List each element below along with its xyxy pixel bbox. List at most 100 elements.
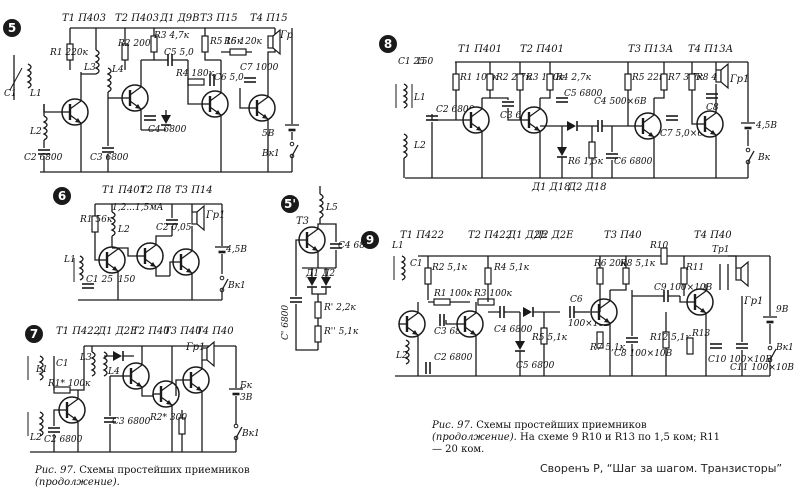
- scheme-7-l1: L1: [35, 365, 48, 375]
- scheme-8-battery: 4,5В: [755, 121, 777, 131]
- scheme-7-speaker: Гр1: [185, 342, 205, 353]
- scheme-8-t1-label: T1 П401: [458, 44, 502, 55]
- scheme-9-l2: L2: [395, 351, 408, 361]
- scheme-9-speaker: Гр1: [743, 296, 763, 307]
- figure-caption-left: Рис. 97. Схемы простейших приемников (пр…: [35, 465, 315, 489]
- scheme-5-t3-label: T3 П15: [200, 13, 238, 24]
- scheme-9-c1: C1: [410, 259, 423, 269]
- scheme-8-l1: L1: [413, 93, 426, 103]
- scheme-5p-c4: C4 6800: [338, 241, 377, 251]
- scheme-9-c5: C5 6800: [516, 361, 555, 371]
- scheme-6-speaker: Гр1: [205, 210, 225, 221]
- scheme-7-t2-label: T2 П40: [132, 326, 170, 337]
- caption-left-text: Схемы простейших приемников: [79, 465, 250, 476]
- scheme-8-number: 8: [384, 37, 392, 51]
- scheme-9-l1: L1: [391, 241, 404, 251]
- scheme-7-l4: L4: [107, 367, 120, 377]
- scheme-5-l4: L4: [111, 65, 124, 75]
- scheme-5-c7: C7 1000: [240, 63, 279, 73]
- scheme-9-r10: R10: [649, 241, 669, 251]
- scheme-9-d1-label: Д1 Д2Е: [507, 230, 548, 241]
- scheme-5-t2-label: T2 П403: [115, 13, 159, 24]
- scheme-8-c4: C4 500×6В: [594, 97, 647, 107]
- scheme-6-t2-label: T2 П8: [140, 185, 171, 196]
- scheme-5-number: 5: [8, 21, 16, 35]
- scheme-8-c1-max: 150: [416, 57, 433, 67]
- scheme-5-c4: C4 6800: [148, 125, 187, 135]
- scheme-6-l1: L1: [63, 255, 76, 265]
- scheme-8-r1: R1 100к: [459, 73, 499, 83]
- scheme-8-c8: C8: [706, 103, 719, 113]
- scheme-9-battery: 9В: [776, 305, 789, 315]
- scheme-5-battery: 5В: [262, 129, 275, 139]
- scheme-8-c1: C1 25: [398, 57, 425, 67]
- caption-left-lead: Рис. 97.: [35, 465, 77, 476]
- scheme-5-c6: C6 5,0: [214, 73, 244, 83]
- scheme-5-l1: L1: [29, 89, 42, 99]
- scheme-7-t3-label: T3 П40: [164, 326, 202, 337]
- scheme-8-r2: R2 2,7к: [495, 73, 532, 83]
- caption-right-lead: Рис. 97.: [432, 420, 474, 431]
- scheme-8-d2-label: Д2 Д18: [567, 182, 607, 193]
- scheme-8-c6: C6 6800: [614, 157, 653, 167]
- scheme-8-l2: L2: [413, 141, 426, 151]
- scheme-7-c2: C2 6800: [44, 435, 83, 445]
- scheme-5-r5: R5 15к: [209, 37, 243, 47]
- scheme-9-c10: C10 100×10В: [708, 355, 772, 365]
- scheme-7-c3: C3 6800: [112, 417, 151, 427]
- scheme-8-r8: R8 47к: [695, 73, 729, 83]
- scheme-9-r11: R11: [685, 263, 704, 273]
- scheme-9-c6-value: 100×10В: [568, 319, 611, 329]
- scheme-7-number: 7: [30, 327, 38, 341]
- scheme-9-t1-label: T1 П422: [400, 230, 444, 241]
- scheme-7-r2: R2* 300: [149, 413, 187, 423]
- scheme-6-l2: L2: [117, 225, 130, 235]
- scheme-7-c1: C1: [56, 359, 69, 369]
- scheme-8-speaker: Гр1: [729, 74, 749, 85]
- scheme-6-c1-max: 150: [118, 275, 135, 285]
- scheme-5-t4-label: T4 П15: [250, 13, 288, 24]
- caption-right-remark: На схеме 9 R10 и R13 по 1,5 ком; R11 — 2…: [432, 432, 720, 455]
- scheme-9-number: 9: [366, 233, 374, 247]
- source-note: Своренъ Р, “Шаг за шагом. Транзисторы”: [540, 462, 783, 475]
- caption-left-note: (продолжение).: [35, 477, 120, 488]
- scheme-5-c1: C1: [4, 89, 17, 99]
- scheme-8-t2-label: T2 П401: [520, 44, 564, 55]
- scheme-9-r5: R5 5,1к: [531, 333, 568, 343]
- scheme-5-r4: R4 180к: [175, 69, 215, 79]
- scheme-9: 9 T1 П422 T2 П422 Д1 Д2Е Д2 Д2Е T3 П40 T…: [361, 230, 794, 377]
- scheme-7: 7 T1 П422 Д1 Д2Е T2 П40 T3 П40 T4 П40 L1…: [25, 325, 260, 453]
- scheme-6-battery: 4,5В: [225, 245, 247, 255]
- scheme-5-speaker: Гр: [279, 30, 294, 41]
- scheme-9-r4: R4 5,1к: [493, 263, 530, 273]
- scheme-8-r4: R4 2,7к: [555, 73, 592, 83]
- scheme-9-t2-label: T2 П422: [468, 230, 512, 241]
- scheme-9-c2: C2 6800: [434, 353, 473, 363]
- scheme-9-c4: C4 6800: [494, 325, 533, 335]
- scheme-9-r1: R1 100к: [433, 289, 473, 299]
- scheme-5p-t3: T3: [296, 216, 309, 227]
- scheme-5-c5: C5 5,0: [164, 48, 194, 58]
- scheme-5-prime: 5' L5 T3 C4 6800 Д1 Д2 R' 2,2к R'' 5,1к …: [281, 186, 377, 351]
- scheme-9-r2: R2 5,1к: [431, 263, 468, 273]
- scheme-9-d2-label: Д2 Д2Е: [533, 230, 574, 241]
- scheme-8-switch: Вк: [757, 153, 771, 163]
- scheme-7-battery: 3В: [240, 393, 253, 403]
- scheme-5p-d1: Д1: [305, 269, 319, 279]
- scheme-6-t1-label: T1 П401: [102, 185, 146, 196]
- scheme-7-r1: R1* 100к: [47, 379, 91, 389]
- scheme-9-switch: Вк1: [775, 343, 794, 353]
- scheme-5p-number: 5': [284, 197, 296, 211]
- scheme-7-l3: L3: [79, 353, 92, 363]
- scheme-7-diode-label: Д1 Д2Е: [97, 326, 138, 337]
- scheme-6-current: 1,2...1,5мА: [112, 203, 164, 213]
- scheme-8: 8 T1 П401 T2 П401 T3 П13А T4 П13А C1 25 …: [379, 35, 777, 193]
- scheme-6-r1: R1 56к: [79, 215, 113, 225]
- scheme-9-c6: C6: [570, 295, 583, 305]
- scheme-6: 6 T1 П401 T2 П8 T3 П14 R1 56к 1,2...1,5м…: [53, 185, 247, 301]
- scheme-6-t3-label: T3 П14: [175, 185, 213, 196]
- scheme-8-c7: C7 5,0×6В: [660, 129, 710, 139]
- scheme-9-c11: C11 100×10В: [730, 363, 794, 373]
- scheme-5-l3: L3: [83, 63, 96, 73]
